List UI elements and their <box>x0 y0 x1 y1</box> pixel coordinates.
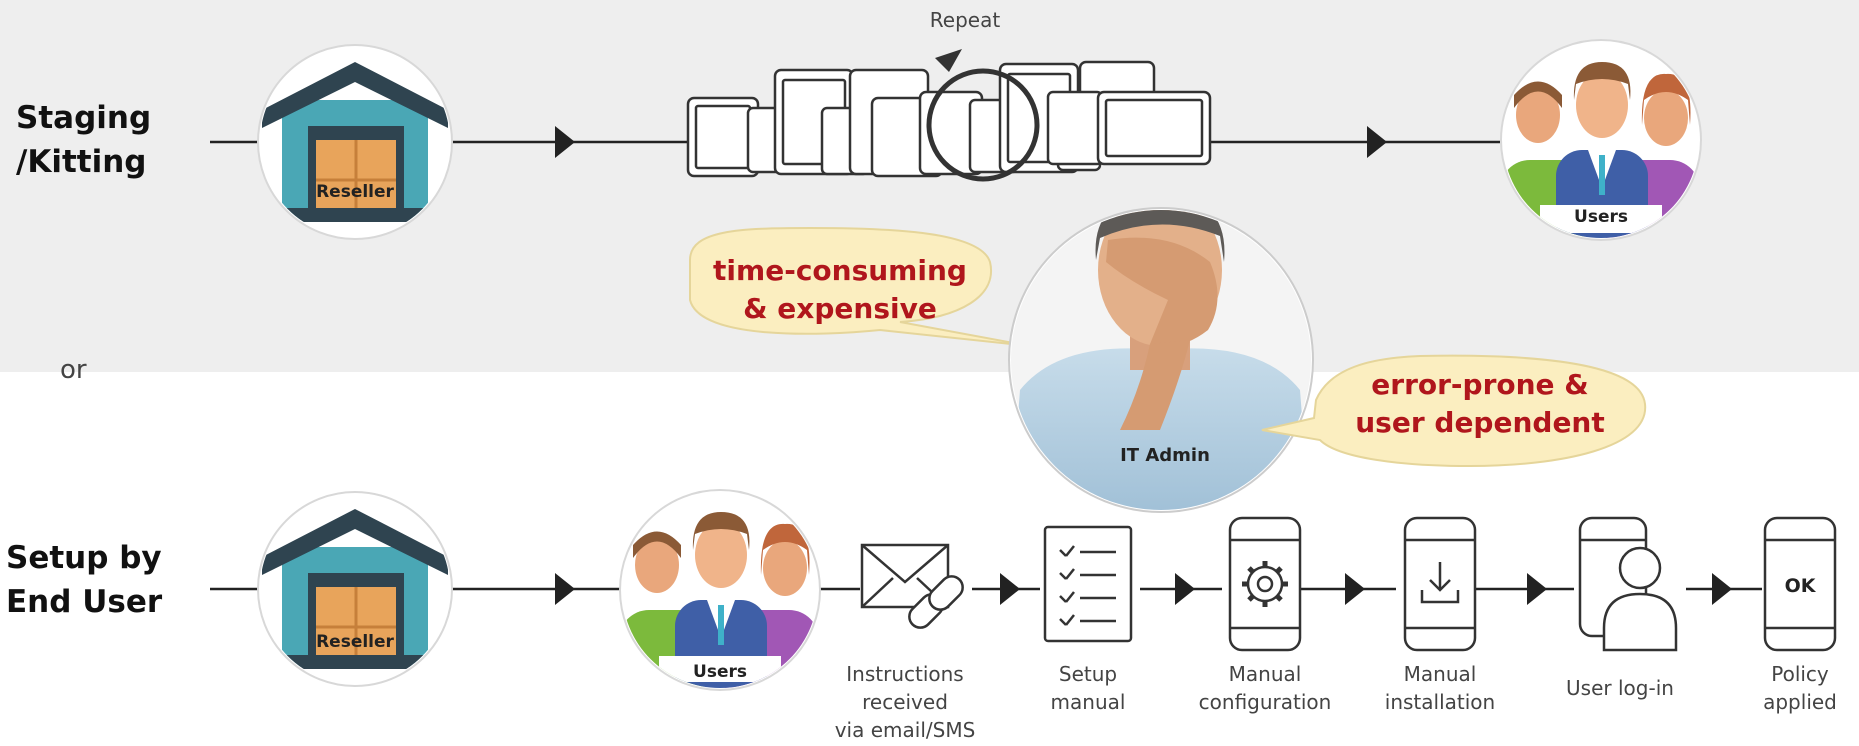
phone-gear-icon <box>1228 516 1302 652</box>
users-label: Users <box>693 662 747 682</box>
reseller-warehouse-icon <box>257 491 453 687</box>
bubble-right-line1: error-prone & <box>1371 368 1589 401</box>
bubble-right-text: error-prone & user dependent <box>1320 366 1640 442</box>
row-label-enduser: Setup by End User <box>6 536 162 624</box>
row-label-staging-line1: Staging <box>16 100 152 136</box>
step-caption-user-login: User log-in <box>1550 674 1690 702</box>
caption-line: configuration <box>1198 690 1332 714</box>
staging-arrow-1 <box>555 126 575 158</box>
users-group-icon <box>619 489 821 691</box>
caption-line: Manual <box>1403 662 1477 686</box>
repeat-label: Repeat <box>929 8 1001 32</box>
caption-line: Policy <box>1771 662 1829 686</box>
it-admin-label: IT Admin <box>1120 445 1210 466</box>
step-caption-setup-manual: Setup manual <box>1028 660 1148 716</box>
caption-line: Setup <box>1058 662 1118 686</box>
reseller-warehouse-icon <box>257 44 453 240</box>
step-caption-manual-installation: Manual installation <box>1370 660 1510 716</box>
caption-line: Instructions <box>846 662 964 686</box>
row-label-staging: Staging /Kitting <box>16 96 151 184</box>
checklist-icon <box>1043 525 1133 643</box>
phone-download-icon <box>1403 516 1477 652</box>
it-admin-photo <box>1008 207 1314 513</box>
repeat-cycle-icon <box>926 49 1040 182</box>
step-caption-instructions: Instructions received via email/SMS <box>810 660 1000 744</box>
ok-screen-label: OK <box>1785 575 1817 597</box>
bubble-right-shape <box>1261 354 1647 468</box>
row-label-enduser-line2: End User <box>6 584 163 620</box>
mail-link-icon <box>860 543 964 629</box>
bubble-left-text: time-consuming & expensive <box>690 252 990 328</box>
caption-line: manual <box>1050 690 1126 714</box>
row-label-staging-line2: /Kitting <box>16 144 147 180</box>
step-caption-manual-configuration: Manual configuration <box>1185 660 1345 716</box>
enduser-arrows <box>555 573 1732 605</box>
reseller-label: Reseller <box>316 632 394 652</box>
step-caption-policy-applied: Policy applied <box>1745 660 1855 716</box>
bubble-left-line2: & expensive <box>743 292 937 325</box>
reseller-label: Reseller <box>316 182 394 202</box>
bubble-right-line2: user dependent <box>1355 406 1605 439</box>
caption-line: installation <box>1384 690 1496 714</box>
or-separator: or <box>60 355 87 385</box>
phone-ok-icon <box>1763 516 1837 652</box>
row-label-enduser-line1: Setup by <box>6 540 162 576</box>
device-cluster-icon <box>686 60 1212 178</box>
users-group-icon <box>1500 39 1702 241</box>
staging-arrow-2 <box>1367 126 1387 158</box>
caption-line: via email/SMS <box>834 718 976 742</box>
caption-line: Manual <box>1228 662 1302 686</box>
users-label: Users <box>1574 207 1628 227</box>
caption-line: applied <box>1763 690 1837 714</box>
caption-line: User log-in <box>1566 676 1674 700</box>
phone-user-icon <box>1578 516 1678 652</box>
bubble-left-line1: time-consuming <box>713 254 967 287</box>
bubble-left-shape <box>689 226 1031 347</box>
caption-line: received <box>862 690 948 714</box>
